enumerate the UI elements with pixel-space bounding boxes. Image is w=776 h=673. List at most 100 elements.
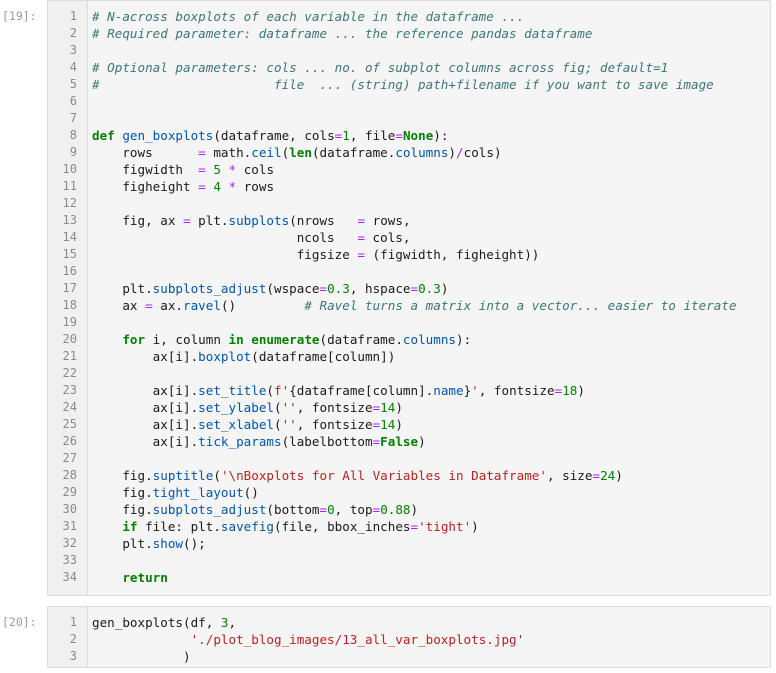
code-token: columns	[402, 332, 456, 347]
code-token: , fontsize	[296, 400, 373, 415]
code-token: boxplot	[198, 349, 252, 364]
code-token	[221, 162, 229, 177]
line-number: 1	[69, 615, 77, 629]
code-token: , file	[349, 128, 396, 143]
code-token: fig.	[92, 485, 153, 500]
code-text: if file: plt.savefig(file, bbox_inches='…	[92, 518, 478, 535]
code-token: # Optional parameters: cols ... no. of s…	[92, 60, 669, 75]
code-token: tight_layout	[152, 485, 244, 500]
code-token: savefig	[220, 519, 274, 534]
code-line: 21 ax[i].boxplot(dataframe[column])	[48, 348, 770, 365]
code-token: =	[357, 213, 366, 228]
code-text: ax = ax.ravel() # Ravel turns a matrix i…	[92, 297, 736, 314]
code-text: figwidth = 5 * cols	[92, 161, 274, 178]
code-line: 18 ax = ax.ravel() # Ravel turns a matri…	[48, 297, 770, 314]
code-token: =	[410, 519, 419, 534]
code-token: columns	[395, 145, 449, 160]
code-text: )	[92, 648, 191, 665]
code-line: 7	[48, 110, 770, 127]
code-token: 'tight'	[418, 519, 472, 534]
code-token: , fontsize	[296, 417, 373, 432]
line-number: 31	[62, 519, 77, 533]
execution-count-prompt: [19]:	[2, 9, 37, 23]
code-lines: 1 # N-across boxplots of each variable in…	[48, 8, 770, 586]
code-token: =	[357, 247, 365, 262]
code-token: tick_params	[198, 434, 282, 449]
code-token: *	[228, 162, 237, 177]
code-line: 23 ax[i].set_title(f'{dataframe[column].…	[48, 382, 770, 399]
code-token: (bottom	[266, 502, 320, 517]
code-token: math.	[205, 145, 252, 160]
code-token: i, column	[145, 332, 229, 347]
code-token: ax[i].	[92, 400, 199, 415]
line-number: 1	[69, 9, 77, 23]
code-token: show	[152, 536, 184, 551]
code-token: =	[198, 145, 206, 160]
code-line: 3	[48, 42, 770, 59]
code-token: fig.	[92, 468, 153, 483]
code-text: for i, column in enumerate(dataframe.col…	[92, 331, 471, 348]
code-line: 9 rows = math.ceil(len(dataframe.columns…	[48, 144, 770, 161]
code-token: ()	[243, 485, 259, 500]
code-line: 3 )	[48, 648, 770, 665]
code-token: 0.3	[327, 281, 350, 296]
code-token: (labelbottom	[281, 434, 373, 449]
code-token: (file, bbox_inches	[274, 519, 411, 534]
code-token: )	[615, 468, 623, 483]
code-token: enumerate	[251, 332, 320, 347]
code-line: 29 fig.tight_layout()	[48, 484, 770, 501]
line-number: 2	[69, 26, 77, 40]
code-token: fig, ax	[92, 213, 183, 228]
code-token: plt.	[190, 213, 229, 228]
code-text: ax[i].set_xlabel('', fontsize=14)	[92, 416, 403, 433]
line-number: 8	[69, 128, 77, 142]
code-text: rows = math.ceil(len(dataframe.columns)/…	[92, 144, 502, 161]
code-token: =	[319, 281, 328, 296]
code-line: 27	[48, 450, 770, 467]
code-token: 1	[342, 128, 350, 143]
code-line: 26 ax[i].tick_params(labelbottom=False)	[48, 433, 770, 450]
line-number: 3	[69, 649, 77, 663]
code-token: , fontsize	[478, 383, 555, 398]
code-token: ax[i].	[92, 349, 199, 364]
code-line: 11 figheight = 4 * rows	[48, 178, 770, 195]
line-number: 15	[62, 247, 77, 261]
code-token: (	[266, 383, 274, 398]
code-token: 0.88	[380, 502, 411, 517]
code-token: './plot_blog_images/13_all_var_boxplots.…	[190, 632, 525, 647]
code-token	[92, 519, 122, 534]
code-token: 3	[220, 615, 229, 630]
code-token: if	[122, 519, 138, 534]
code-token: cols)	[463, 145, 502, 160]
code-line: 32 plt.show();	[48, 535, 770, 552]
line-number: 24	[62, 400, 77, 414]
code-text: figsize = (figwidth, figheight))	[92, 246, 540, 263]
code-line: 34 return	[48, 569, 770, 586]
code-editor[interactable]: 1 # N-across boxplots of each variable in…	[47, 0, 771, 596]
code-token: ()	[220, 298, 305, 313]
code-token: (dataframe, cols	[213, 128, 335, 143]
code-token: =	[145, 298, 153, 313]
code-line: 13 fig, ax = plt.subplots(nrows = rows,	[48, 212, 770, 229]
code-line: 14 ncols = cols,	[48, 229, 770, 246]
code-token: rows	[236, 179, 275, 194]
code-token: set_title	[198, 383, 267, 398]
code-cell-19[interactable]: [19]: 1 # N-across boxplots of each varia…	[0, 0, 776, 596]
code-token: cols,	[364, 230, 411, 245]
code-line: 30 fig.subplots_adjust(bottom=0, top=0.8…	[48, 501, 770, 518]
code-token: (nrows	[289, 213, 358, 228]
code-token: }	[463, 383, 472, 398]
code-line: 5# file ... (string) path+filename if yo…	[48, 76, 770, 93]
code-token: gen_boxplots(df,	[92, 615, 221, 630]
code-token: )	[92, 649, 191, 664]
line-number: 19	[62, 315, 77, 329]
code-token: suptitle	[152, 468, 214, 483]
code-token: ,	[228, 615, 237, 630]
code-token: fig.	[92, 502, 153, 517]
code-token: # N-across boxplots of each variable in …	[92, 9, 525, 24]
line-number: 33	[62, 553, 77, 567]
code-token: ):	[433, 128, 449, 143]
code-token: =	[183, 213, 191, 228]
